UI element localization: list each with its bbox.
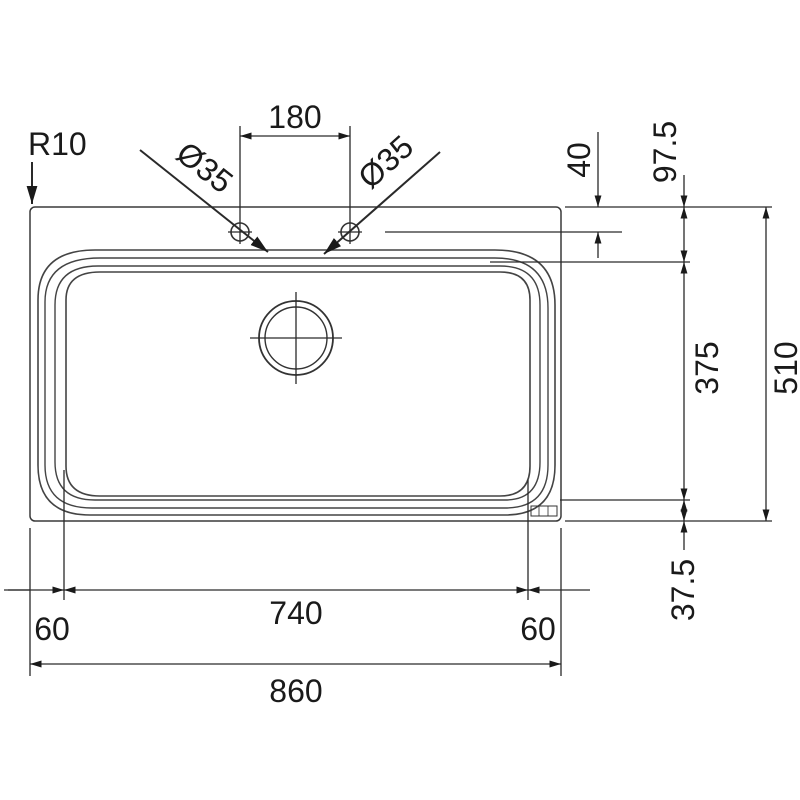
tap-hole-left <box>228 220 252 244</box>
sink-outline <box>29 206 562 522</box>
tap-left-leader <box>139 149 269 253</box>
dim-510-label: 510 <box>768 341 800 394</box>
dim-97-5-label: 97.5 <box>647 121 683 183</box>
overflow-badge <box>530 505 558 517</box>
tap-left-diameter-label: Ø35 <box>170 135 240 201</box>
dim-740-label: 740 <box>269 595 322 631</box>
tap-right-diameter-label: Ø35 <box>351 128 420 195</box>
drain <box>250 292 342 384</box>
dim-60-right-label: 60 <box>520 611 556 647</box>
dim-180 <box>239 126 351 220</box>
dim-180-label: 180 <box>268 99 321 135</box>
sink-bowl <box>37 249 556 516</box>
dim-375-label: 375 <box>689 341 725 394</box>
corner-radius-label: R10 <box>28 126 87 162</box>
dim-37-5-label: 37.5 <box>665 559 701 621</box>
dim-860-label: 860 <box>269 673 322 709</box>
dim-60-left-label: 60 <box>34 611 70 647</box>
dim-40-label: 40 <box>561 142 597 178</box>
tap-right-leader <box>323 151 441 255</box>
